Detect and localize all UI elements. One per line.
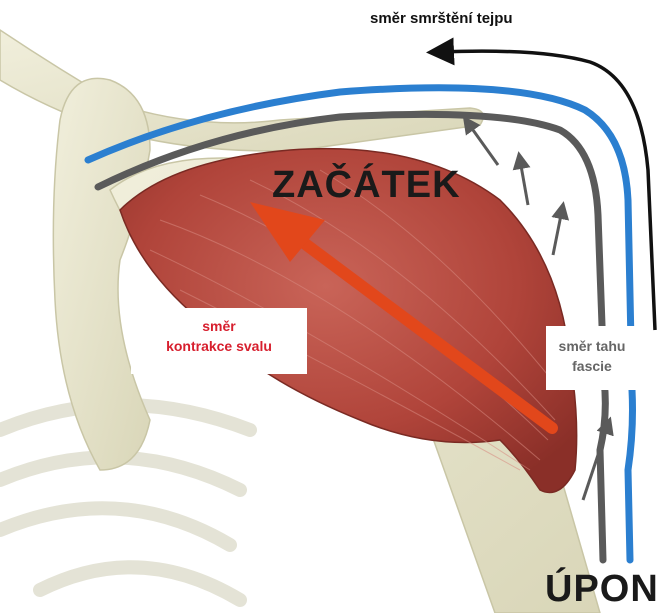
muscle-contraction-label-line2: kontrakce svalu xyxy=(131,336,307,356)
origin-label: ZAČÁTEK xyxy=(272,164,461,207)
fascia-pull-label-line2: fascie xyxy=(546,356,638,376)
tape-contraction-label: směr smrštění tejpu xyxy=(370,10,513,27)
muscle-contraction-label-line1: směr xyxy=(131,316,307,336)
fascia-pull-box: směr tahu fascie xyxy=(546,326,638,390)
fascia-pull-label: směr tahu fascie xyxy=(546,336,638,376)
muscle-contraction-box: směr kontrakce svalu xyxy=(131,308,307,374)
muscle-contraction-label: směr kontrakce svalu xyxy=(131,316,307,356)
fascia-pull-label-line1: směr tahu xyxy=(546,336,638,356)
insertion-label: ÚPON xyxy=(545,568,659,611)
